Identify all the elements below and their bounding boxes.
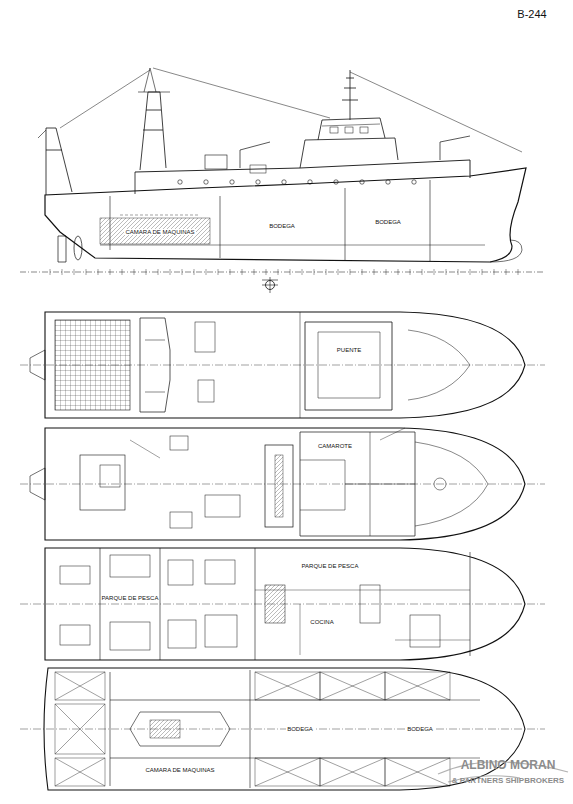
frame-tick bbox=[242, 269, 243, 275]
sheet-number: B-244 bbox=[516, 8, 547, 20]
tank bbox=[255, 672, 320, 700]
space-name: PUENTE bbox=[336, 347, 362, 354]
frame-tick bbox=[482, 269, 483, 275]
porthole bbox=[386, 180, 390, 184]
frame-tick bbox=[302, 269, 303, 275]
frame-tick bbox=[170, 269, 171, 275]
frame-tick bbox=[422, 269, 423, 275]
frame-tick bbox=[194, 269, 195, 275]
tank bbox=[55, 672, 105, 700]
frame-tick bbox=[122, 269, 123, 275]
space-name: CAMARA DE MAQUINAS bbox=[124, 229, 195, 236]
frame-tick bbox=[458, 269, 459, 275]
frame-tick bbox=[74, 269, 75, 275]
frame-tick bbox=[266, 269, 267, 275]
frame-tick bbox=[470, 269, 471, 275]
frame-tick bbox=[278, 269, 279, 275]
frame-tick bbox=[182, 269, 183, 275]
frame-tick bbox=[434, 269, 435, 275]
frame-tick bbox=[206, 269, 207, 275]
space-name: PARQUE DE PESCA bbox=[301, 563, 360, 570]
frame-tick bbox=[326, 269, 327, 275]
porthole bbox=[230, 180, 234, 184]
porthole bbox=[178, 180, 182, 184]
space-name: BODEGA bbox=[286, 726, 314, 733]
frame-tick bbox=[146, 269, 147, 275]
tank bbox=[320, 672, 385, 700]
space-name: CAMARA DE MAQUINAS bbox=[144, 767, 215, 774]
frame-tick bbox=[218, 269, 219, 275]
frame-tick bbox=[446, 269, 447, 275]
frame-tick bbox=[398, 269, 399, 275]
frame-tick bbox=[314, 269, 315, 275]
frame-tick bbox=[62, 269, 63, 275]
space-name: BODEGA bbox=[374, 219, 402, 226]
porthole bbox=[282, 180, 286, 184]
frame-tick bbox=[338, 269, 339, 275]
tank bbox=[55, 704, 105, 754]
tank bbox=[55, 758, 105, 786]
frame-tick bbox=[158, 269, 159, 275]
watermark: & PARTNERS SHIPBROKERS bbox=[451, 777, 565, 786]
porthole bbox=[412, 180, 416, 184]
tank bbox=[255, 758, 320, 786]
porthole bbox=[360, 180, 364, 184]
frame-tick bbox=[350, 269, 351, 275]
frame-tick bbox=[410, 269, 411, 275]
frame-tick bbox=[374, 269, 375, 275]
frame-tick bbox=[506, 269, 507, 275]
porthole bbox=[204, 180, 208, 184]
space-name: BODEGA bbox=[406, 726, 434, 733]
frame-tick bbox=[50, 269, 51, 275]
frame-tick bbox=[362, 269, 363, 275]
frame-tick bbox=[98, 269, 99, 275]
frame-tick bbox=[134, 269, 135, 275]
frame-tick bbox=[110, 269, 111, 275]
porthole bbox=[334, 180, 338, 184]
frame-tick bbox=[230, 269, 231, 275]
frame-tick bbox=[86, 269, 87, 275]
frame-tick bbox=[494, 269, 495, 275]
frame-tick bbox=[518, 269, 519, 275]
space-name: CAMAROTE bbox=[317, 443, 353, 450]
frame-tick bbox=[386, 269, 387, 275]
space-name: COCINA bbox=[309, 619, 334, 626]
watermark: ALBINO MORAN bbox=[460, 759, 557, 772]
tank bbox=[385, 758, 450, 786]
porthole bbox=[256, 180, 260, 184]
space-name: BODEGA bbox=[268, 223, 296, 230]
space-name: PARQUE DE PESCA bbox=[101, 595, 160, 602]
frame-tick bbox=[290, 269, 291, 275]
porthole bbox=[308, 180, 312, 184]
frame-tick bbox=[254, 269, 255, 275]
tank bbox=[385, 672, 450, 700]
tank bbox=[320, 758, 385, 786]
